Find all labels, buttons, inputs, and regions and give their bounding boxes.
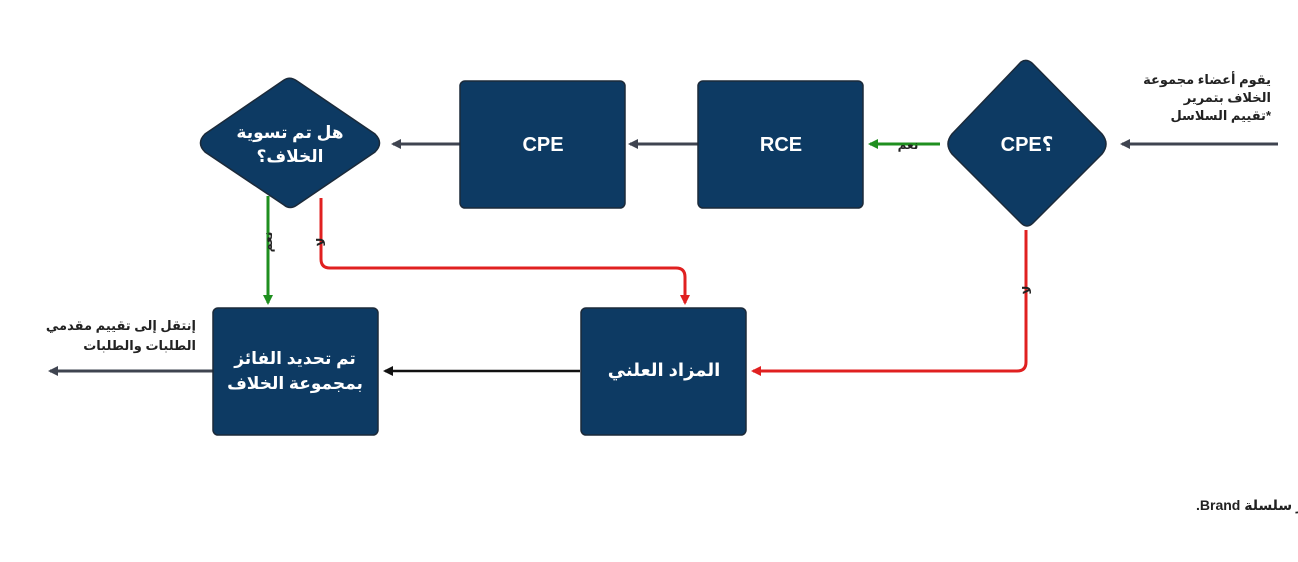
rce-node: RCE — [697, 80, 864, 209]
decision-resolved-node: هل تم تسوية الخلاف؟ — [199, 77, 381, 209]
winner-label-line2: بمجموعة الخلاف — [227, 374, 363, 394]
exit-note: إنتقل إلى تقييم مقدمي الطلبات والطلبات — [46, 318, 196, 353]
auction-label: المزاد العلني — [608, 360, 721, 381]
decision-resolved-label-line1: هل تم تسوية — [236, 123, 343, 143]
intro-note-line2: الخلاف بتمرير — [1183, 90, 1271, 105]
decision-cpe-node: CPE؟ — [947, 59, 1107, 227]
edge-label-resolved-no: لا — [314, 238, 328, 247]
edge-cpe-no — [751, 230, 1028, 376]
edge-label-cpe-yes: نعم — [898, 138, 919, 152]
cpe-label: CPE — [522, 134, 563, 156]
decision-cpe-label: CPE؟ — [1001, 134, 1054, 156]
winner-label-line1: تم تحديد الفائز — [233, 349, 356, 369]
edge-label-resolved-yes: نعم — [261, 232, 275, 253]
intro-note-line1: يقوم أعضاء مجموعة — [1143, 71, 1271, 88]
exit-note-line2: الطلبات والطلبات — [83, 338, 196, 353]
cpe-node: CPE — [459, 80, 626, 209]
exit-note-line1: إنتقل إلى تقييم مقدمي — [46, 318, 196, 333]
footnote: *سيتاح لمقدمي طلبات نطاقات Brand TLD. ال… — [1196, 497, 1298, 514]
rce-label: RCE — [760, 134, 802, 156]
decision-resolved-label-line2: الخلاف؟ — [257, 147, 324, 166]
intro-note: يقوم أعضاء مجموعة الخلاف بتمرير تقييم ال… — [1143, 71, 1272, 123]
edge-label-cpe-no: لا — [1020, 286, 1034, 295]
intro-note-line3: تقييم السلاسل* — [1170, 108, 1271, 123]
winner-node: تم تحديد الفائز بمجموعة الخلاف — [212, 307, 379, 436]
auction-node: المزاد العلني — [580, 307, 747, 436]
edge-resolved-no — [319, 198, 690, 305]
